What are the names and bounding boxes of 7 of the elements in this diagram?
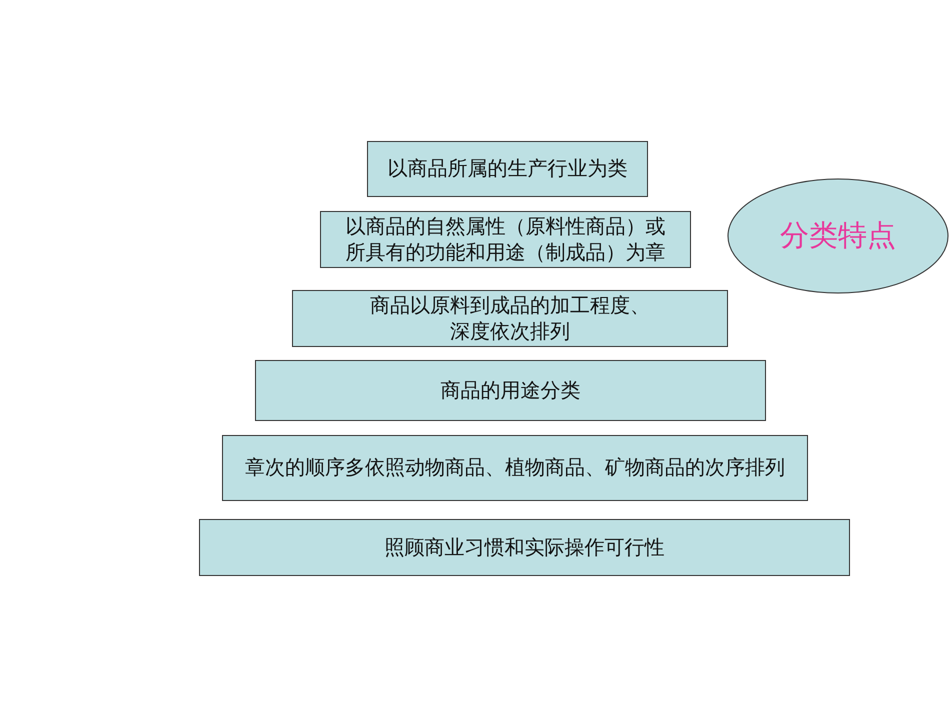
rule-text: 章次的顺序多依照动物商品、植物商品、矿物商品的次序排列 bbox=[245, 456, 785, 481]
rule-text: 商品以原料到成品的加工程度、深度依次排列 bbox=[369, 294, 651, 344]
rule-text: 以商品所属的生产行业为类 bbox=[388, 157, 628, 182]
rule-text: 照顾商业习惯和实际操作可行性 bbox=[384, 536, 664, 560]
heading-text: 分类特点 bbox=[780, 218, 896, 254]
rule-text: 商品的用途分类 bbox=[440, 378, 580, 404]
rule-text: 以商品的自然属性（原料性商品）或所具有的功能和用途（制成品）为章 bbox=[344, 214, 666, 266]
